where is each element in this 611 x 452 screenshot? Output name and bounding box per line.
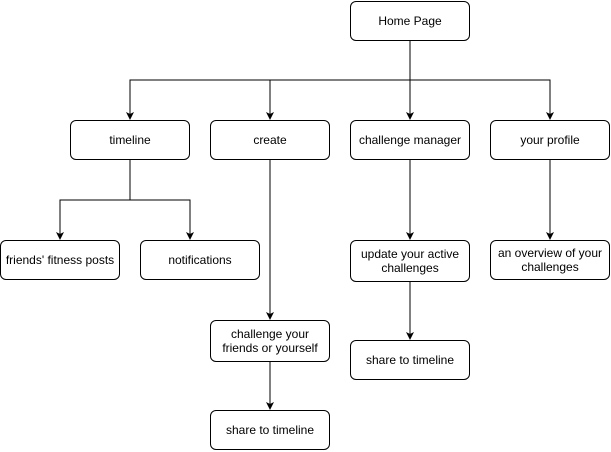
node-create: create	[210, 120, 330, 160]
node-challenge-friends-label: challenge your friends or yourself	[222, 327, 318, 355]
node-home-page: Home Page	[350, 1, 470, 41]
node-challenge-friends: challenge your friends or yourself	[210, 320, 330, 362]
node-create-label: create	[253, 133, 287, 147]
node-share-to-timeline-create: share to timeline	[210, 410, 330, 450]
node-share-to-timeline-create-label: share to timeline	[225, 423, 315, 437]
node-share-to-timeline-manager-label: share to timeline	[365, 353, 455, 367]
node-notifications: notifications	[140, 240, 260, 280]
node-friends-fitness-posts: friends' fitness posts	[0, 240, 120, 280]
connector-home-to-your-profile	[410, 79, 554, 120]
node-challenge-manager-label: challenge manager	[358, 133, 462, 147]
node-challenge-manager: challenge manager	[350, 120, 470, 160]
node-overview-challenges-label: an overview of your challenges	[497, 246, 603, 274]
node-your-profile: your profile	[490, 120, 610, 160]
node-share-to-timeline-manager: share to timeline	[350, 340, 470, 380]
node-timeline: timeline	[70, 120, 190, 160]
node-notifications-label: notifications	[168, 253, 232, 267]
node-update-active-challenges-label: update your active challenges	[360, 247, 460, 275]
connector-timeline-to-friends-posts	[56, 160, 131, 240]
node-update-active-challenges: update your active challenges	[350, 240, 470, 282]
connector-timeline-to-notifications	[130, 199, 194, 240]
node-home-page-label: Home Page	[378, 14, 442, 28]
node-friends-fitness-posts-label: friends' fitness posts	[5, 253, 115, 267]
node-your-profile-label: your profile	[520, 133, 580, 147]
node-overview-challenges: an overview of your challenges	[490, 240, 610, 280]
node-timeline-label: timeline	[109, 133, 151, 147]
